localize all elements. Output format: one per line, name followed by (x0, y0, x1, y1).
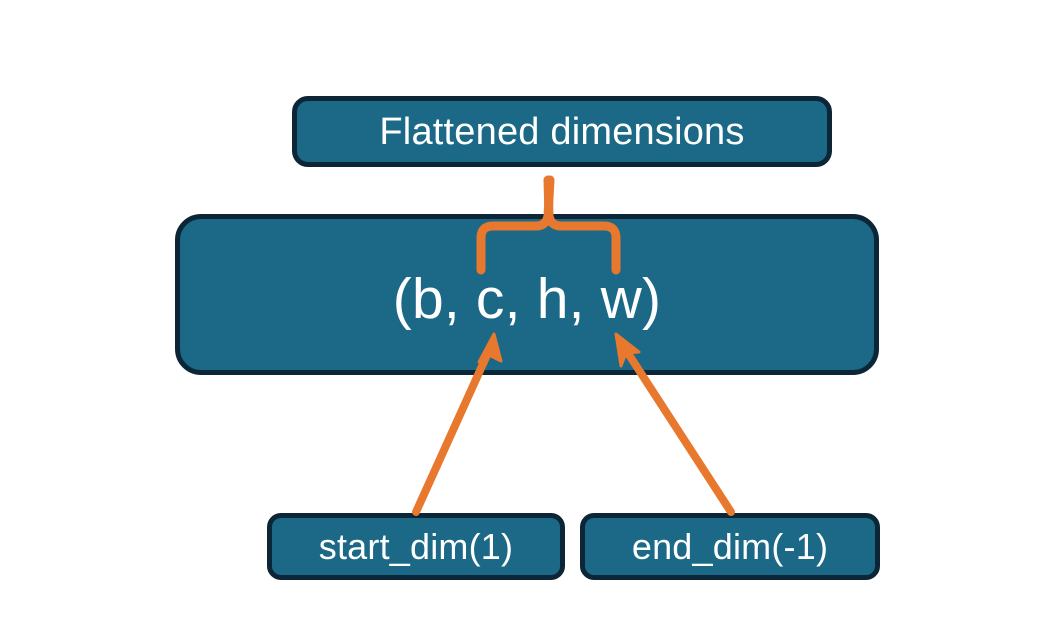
start-dim-label: start_dim(1) (318, 525, 514, 567)
tensor-shape-label: (b, c, h, w) (392, 267, 662, 331)
flattened-dimensions-label: Flattened dimensions (379, 110, 745, 153)
end-dim-label: end_dim(-1) (631, 525, 829, 567)
flattened-dimensions-box: Flattened dimensions (292, 96, 832, 167)
end-dim-box: end_dim(-1) (580, 513, 880, 580)
start-dim-box: start_dim(1) (267, 513, 565, 580)
tensor-shape-box: (b, c, h, w) (175, 214, 879, 375)
